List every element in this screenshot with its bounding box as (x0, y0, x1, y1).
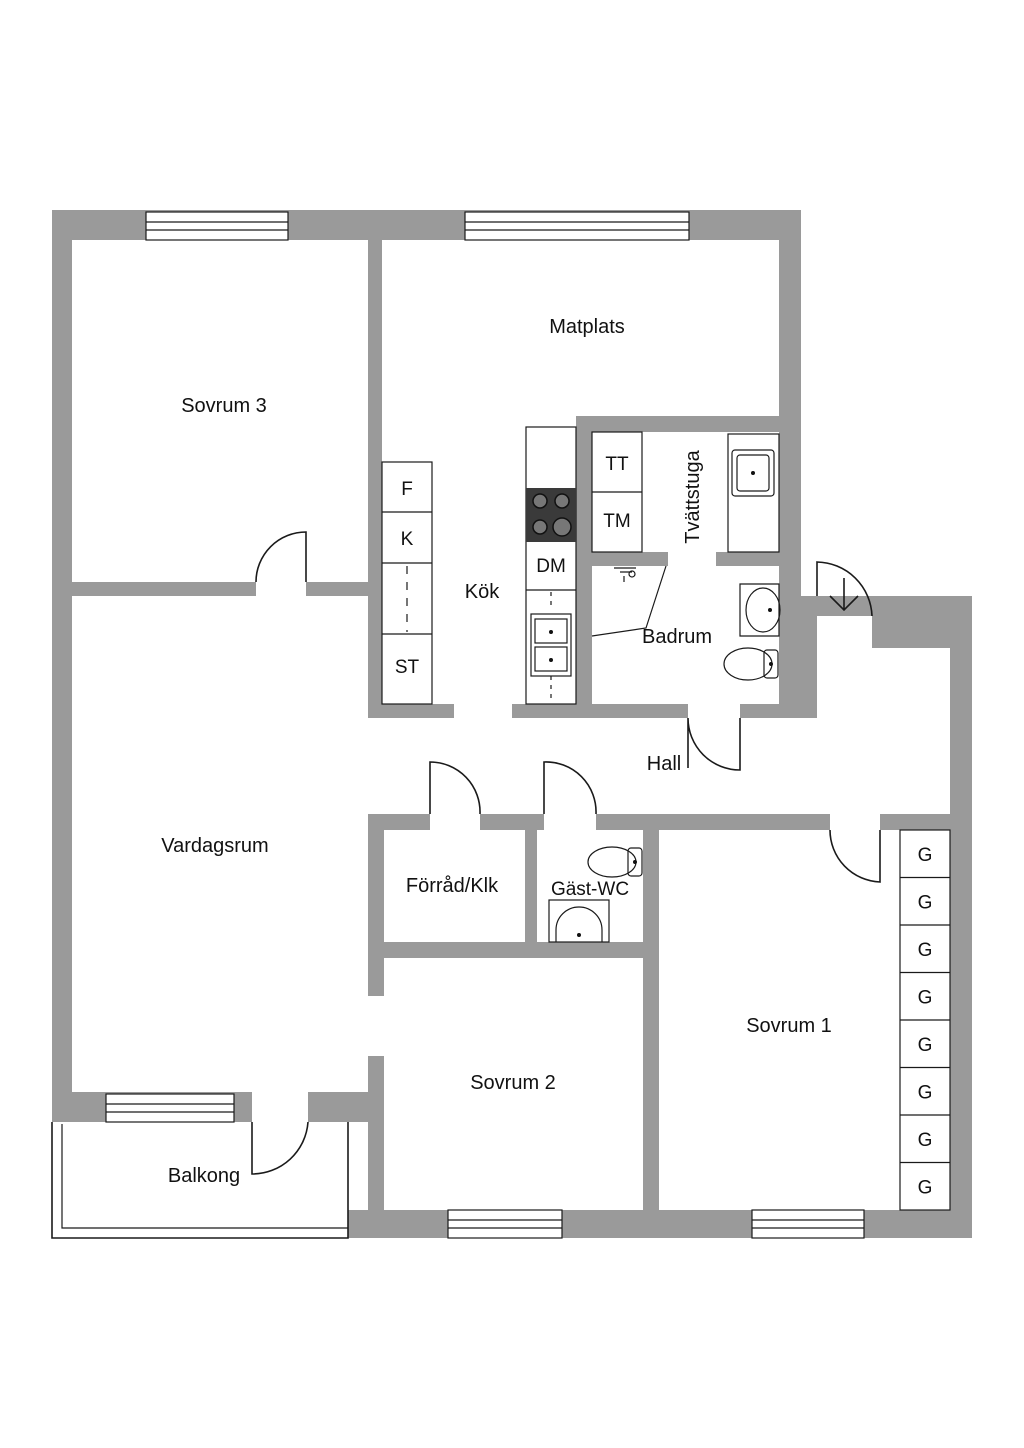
guest-wc-fixtures (548, 846, 643, 943)
wall-entrance-east (872, 596, 972, 648)
washbasin-icon (739, 583, 781, 637)
wall-forrad-north-b (480, 814, 544, 830)
wall-badrum-east (779, 416, 801, 718)
wardrobes: G G G G G G G G (899, 829, 951, 1211)
wall-hall-south-a (596, 814, 830, 830)
label-sovrum2: Sovrum 2 (470, 1072, 556, 1094)
label-hall: Hall (647, 753, 681, 775)
window-sovrum3 (145, 211, 289, 241)
kitchen-left-counter (381, 461, 433, 705)
door-gastwc (543, 761, 597, 815)
wardrobe-label: G (918, 1035, 933, 1056)
guest-toilet-icon (587, 846, 643, 878)
wardrobe-label: G (918, 987, 933, 1008)
laundry-sink-icon (731, 449, 775, 497)
wardrobe-label: G (918, 1130, 933, 1151)
label-vardagsrum: Vardagsrum (161, 835, 268, 857)
wall-vardagsrum-south-c (308, 1092, 384, 1122)
label-sovrum1: Sovrum 1 (746, 1015, 832, 1037)
wall-kok-south-b (512, 704, 578, 718)
bathroom-fixtures (591, 565, 781, 681)
laundry-fixtures (591, 431, 780, 553)
door-entrance (816, 561, 873, 617)
wardrobe-label: G (918, 892, 933, 913)
window-sovrum2 (447, 1209, 563, 1239)
wall-forrad-wc (525, 830, 537, 944)
window-sovrum1 (751, 1209, 865, 1239)
door-sovrum3 (255, 531, 307, 583)
wall-badrum-south-b (740, 704, 801, 718)
balcony (51, 1122, 349, 1239)
label-storage: ST (395, 657, 420, 678)
wardrobe-label: G (918, 1082, 933, 1103)
window-vardagsrum (105, 1093, 235, 1123)
door-balkong (251, 1121, 309, 1175)
wall-sovrum3-south (72, 582, 256, 596)
wall-sovrum2-sovrum1 (643, 830, 659, 1210)
label-badrum: Badrum (642, 626, 712, 648)
wardrobe-label: G (918, 845, 933, 866)
kitchen-sink-icon (530, 613, 572, 700)
label-kok: Kök (465, 581, 500, 603)
wardrobe-label: G (918, 940, 933, 961)
wall-sovrum2-west (368, 1056, 384, 1210)
wall-kok-badrum (576, 416, 592, 718)
label-matplats: Matplats (549, 316, 625, 338)
door-sovrum1 (829, 829, 881, 883)
wall-kok-south-a (368, 704, 454, 718)
door-forrad (429, 761, 481, 815)
shower-icon (591, 565, 667, 637)
windows (105, 211, 865, 1239)
label-sovrum3: Sovrum 3 (181, 395, 267, 417)
kitchen-right-counter (525, 426, 577, 705)
doors (251, 531, 881, 1175)
guest-washbasin-icon (548, 899, 610, 943)
label-dryer: TT (605, 454, 629, 475)
room-labels: Sovrum 3 Matplats Kök Tvättstuga Badrum … (161, 316, 832, 1187)
door-badrum (687, 717, 741, 771)
wall-forrad-west (368, 814, 384, 996)
label-dishwasher: DM (536, 556, 566, 577)
label-tvattstuga: Tvättstuga (682, 449, 704, 543)
wall-entrance-west (801, 596, 817, 718)
wall-hall-south-b (880, 814, 950, 830)
label-gastwc: Gäst-WC (551, 879, 629, 900)
entrance-arrow-icon (829, 578, 859, 612)
wall-tvatt-badrum-a (592, 552, 668, 566)
label-fridge: F (401, 479, 413, 500)
wall-sovrum3-kok (368, 240, 382, 718)
label-washer: TM (603, 511, 630, 532)
wardrobe-label: G (918, 1177, 933, 1198)
label-freezer: K (401, 529, 414, 550)
window-matplats (464, 211, 690, 241)
fixture-labels: F K ST DM TT TM (395, 454, 631, 678)
toilet-icon (723, 647, 779, 681)
wall-sovrum3-south-b (306, 582, 376, 596)
wall-tvatt-north (576, 416, 801, 432)
label-balkong: Balkong (168, 1165, 240, 1187)
label-forrad: Förråd/Klk (406, 875, 499, 897)
wall-badrum-south-a (576, 704, 688, 718)
wall-sovrum2-north (368, 942, 658, 958)
